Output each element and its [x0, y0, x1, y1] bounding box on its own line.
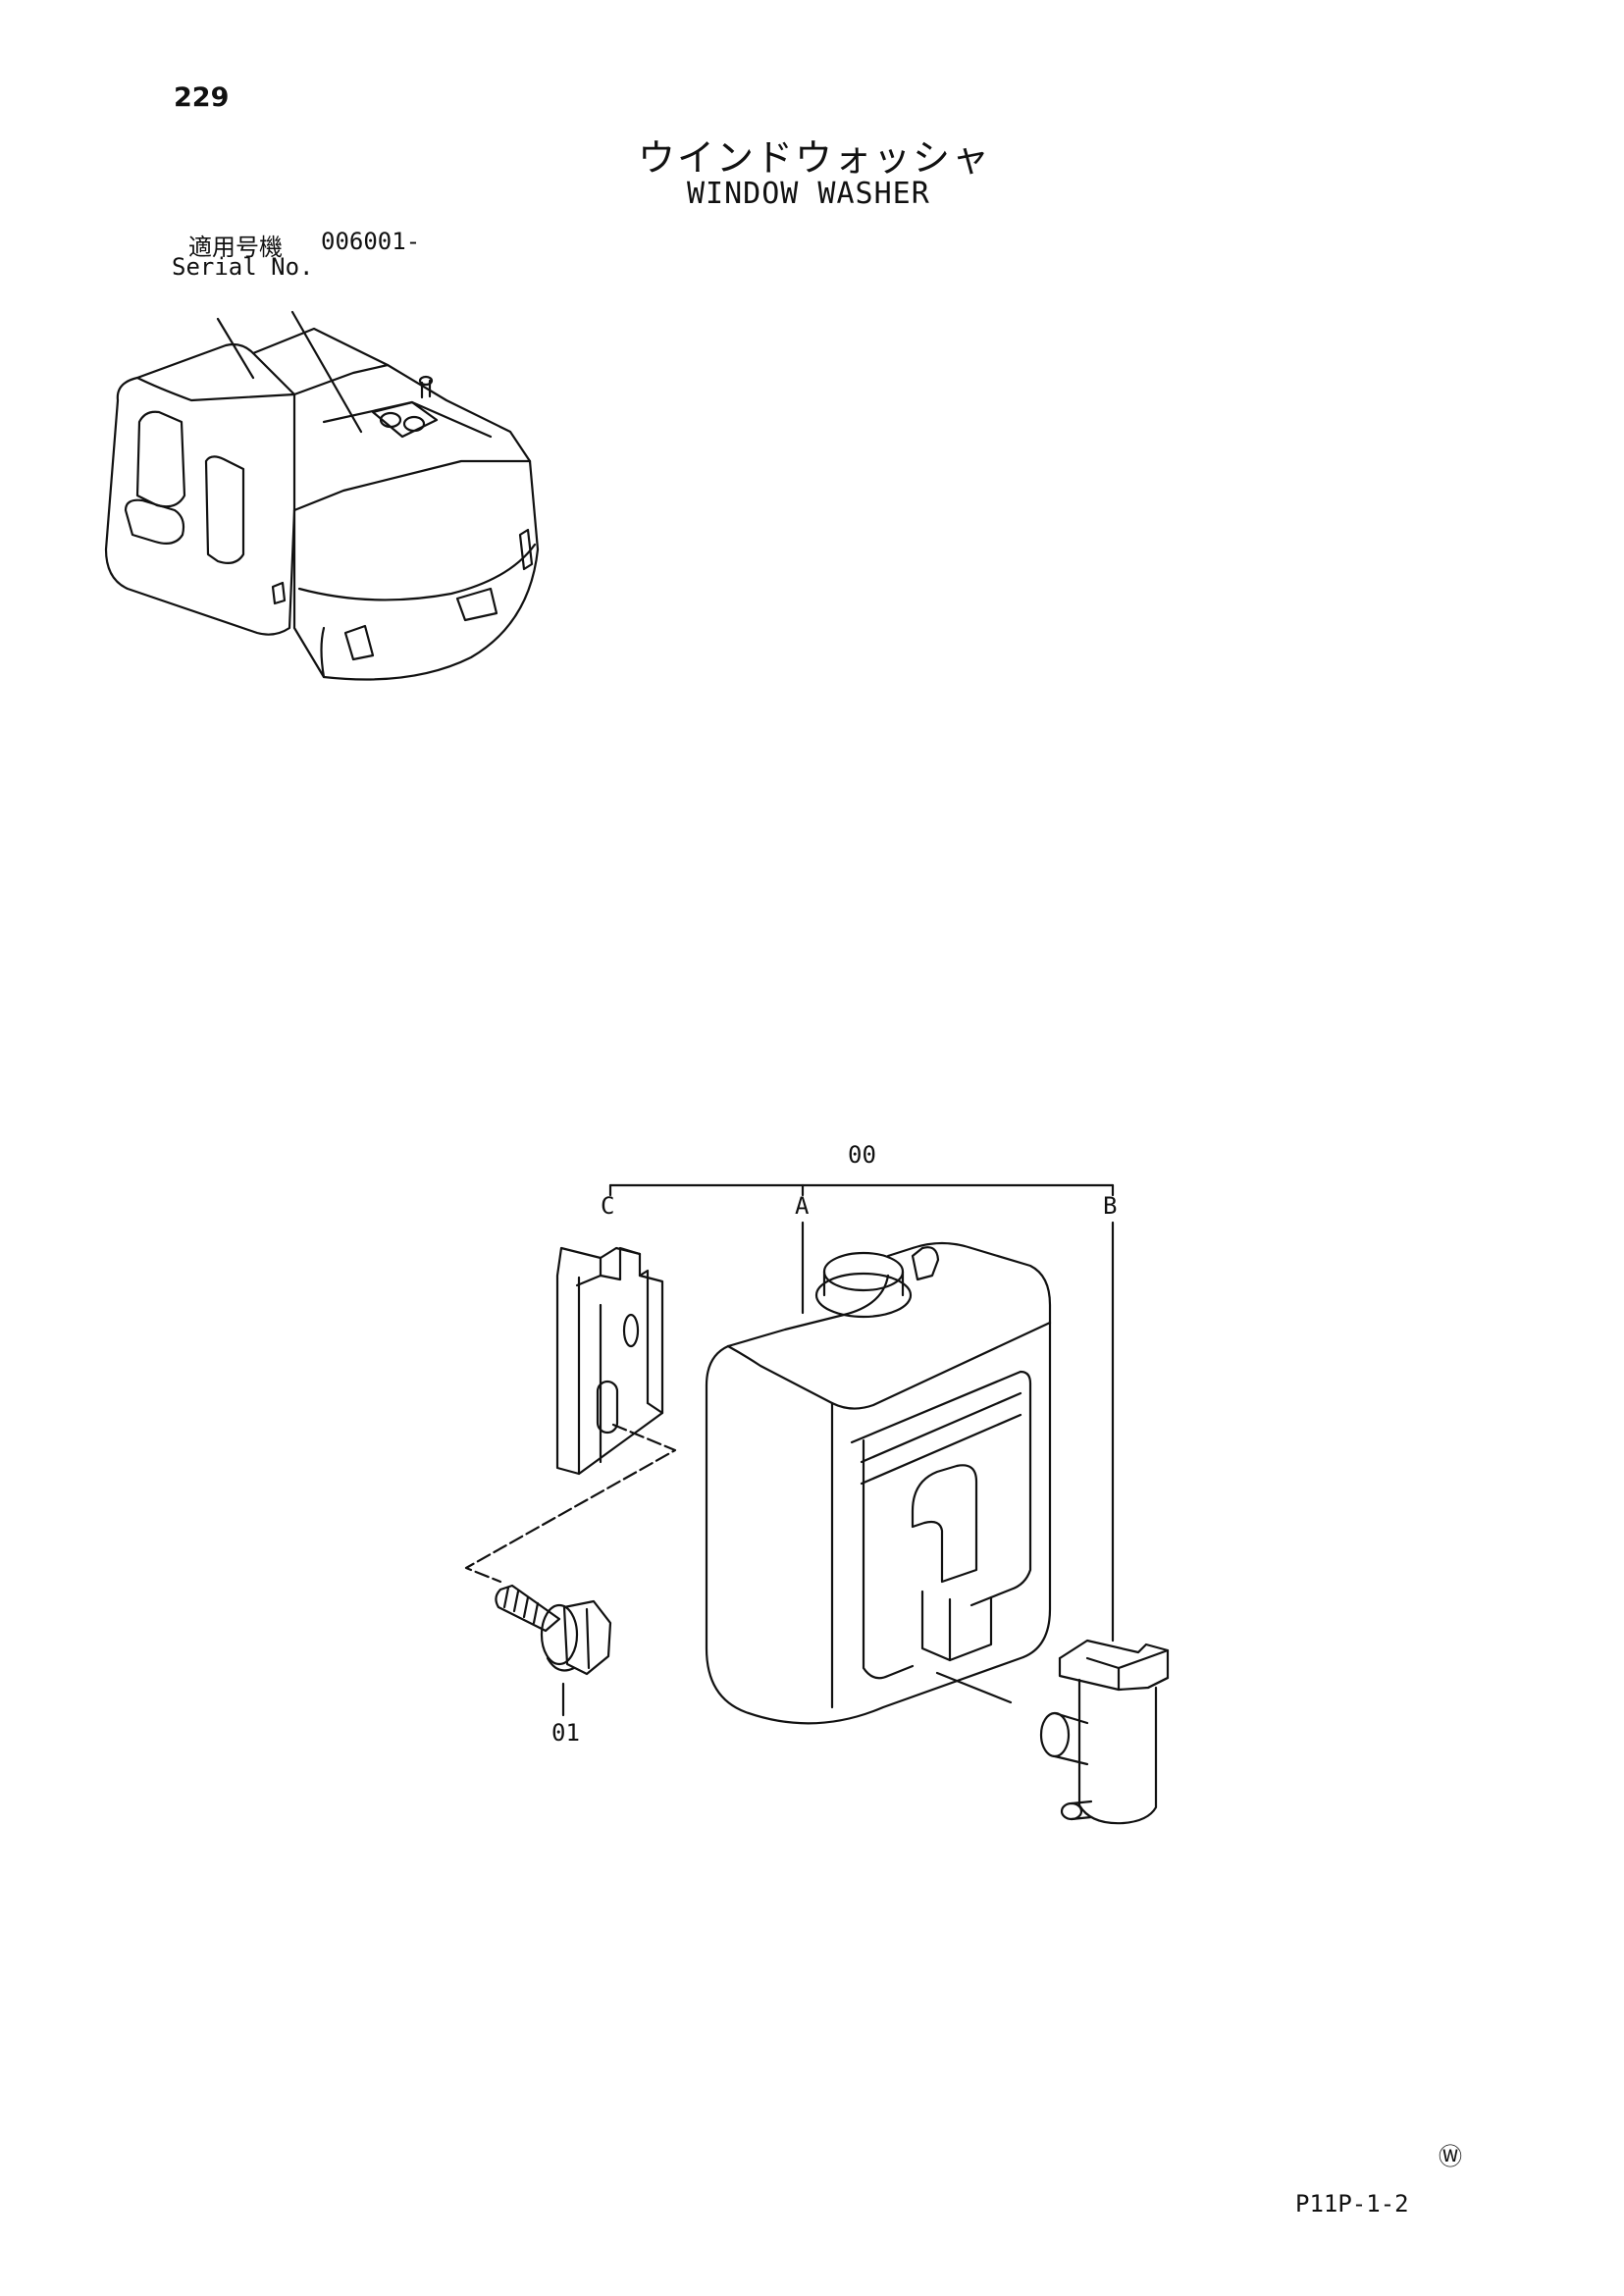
page-number: 229	[174, 82, 230, 113]
serial-value: 006001-	[321, 228, 421, 255]
stamp-symbol: Ⓦ	[1439, 2143, 1462, 2170]
washer-tank-part	[705, 1241, 1052, 1725]
title-english: WINDOW WASHER	[687, 177, 930, 211]
excavator-location-view	[104, 310, 540, 681]
serial-label-english: Serial No.	[172, 253, 314, 281]
title-japanese: ウインドウォッシャ	[638, 136, 992, 180]
bolt-part	[495, 1584, 612, 1676]
callout-assembly: 00	[848, 1141, 876, 1169]
callout-pump: B	[1103, 1192, 1118, 1220]
page-code: P11P-1-2	[1295, 2190, 1409, 2218]
washer-pump-part	[1039, 1639, 1170, 1825]
callout-lines	[561, 1183, 1115, 1717]
callout-bolt: 01	[551, 1719, 580, 1747]
bracket-part	[464, 1246, 677, 1584]
serial-label-japanese: 適用号機	[188, 234, 283, 261]
callout-tank: A	[795, 1192, 810, 1220]
callout-bracket: C	[601, 1192, 615, 1220]
